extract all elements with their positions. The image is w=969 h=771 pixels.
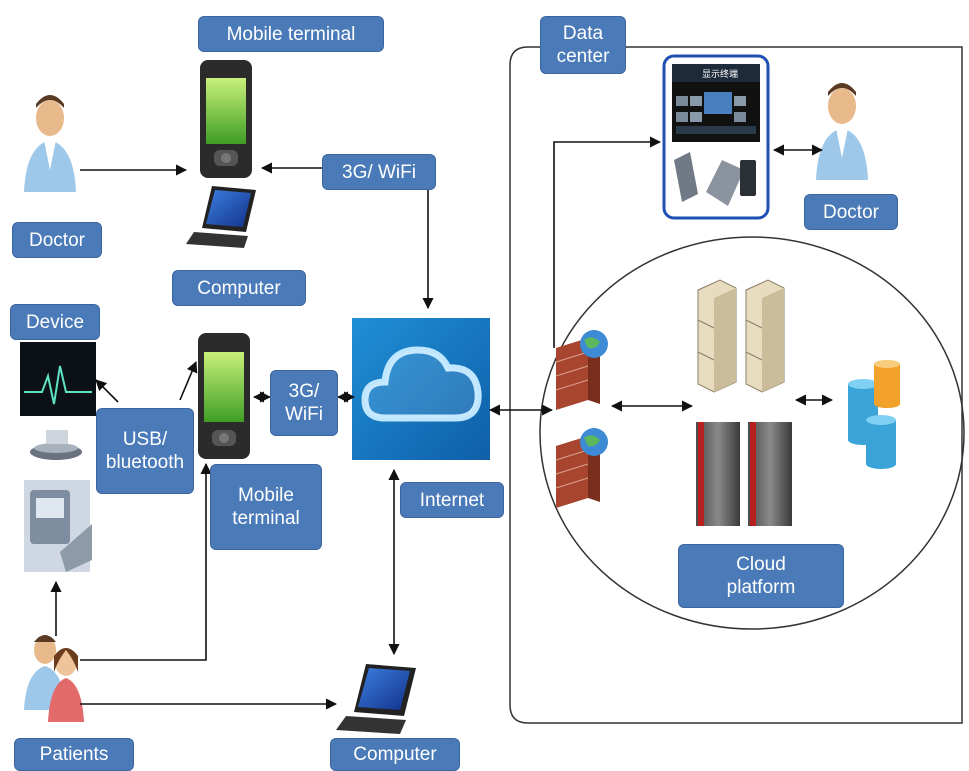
arrow-patients-to-mobile (80, 462, 212, 661)
arrow-usb-to-device (95, 379, 119, 403)
cloud-platform-boundary (539, 236, 965, 630)
label-data-center: Data center (540, 16, 626, 74)
label-device: Device (10, 304, 100, 340)
label-doctor-right: Doctor (804, 194, 898, 230)
label-usb-bluetooth: USB/ bluetooth (96, 408, 194, 494)
handheld-device-icon (24, 480, 92, 572)
connector-lines (50, 136, 834, 710)
display-terminal-text: 显示终端 (702, 68, 738, 80)
mobile-phone-mid-icon (198, 333, 250, 459)
label-mobile-terminal-mid: Mobile terminal (210, 464, 322, 550)
patients-icon (24, 635, 84, 722)
label-internet: Internet (400, 482, 504, 518)
display-terminal-icon: 显示终端 (662, 54, 770, 220)
server-towers-icon (697, 279, 785, 393)
ecg-monitor-icon (20, 342, 96, 460)
arrow-firewall-to-display (553, 136, 662, 348)
label-cloud-platform: Cloud platform (678, 544, 844, 608)
doctor-left-icon (24, 95, 76, 192)
firewall-top-icon (555, 330, 608, 410)
doctor-right-icon (816, 83, 868, 180)
label-doctor-left: Doctor (12, 222, 102, 258)
label-mobile-terminal-top: Mobile terminal (198, 16, 384, 52)
server-racks-icon (696, 422, 792, 526)
label-computer-bottom: Computer (330, 738, 460, 771)
laptop-top-icon (186, 186, 256, 248)
label-computer-top: Computer (172, 270, 306, 306)
internet-cloud-icon (352, 318, 490, 460)
label-wifi-mid: 3G/ WiFi (270, 370, 338, 436)
firewall-bottom-icon (555, 428, 608, 508)
mobile-phone-top-icon (200, 60, 252, 178)
label-wifi-top: 3G/ WiFi (322, 154, 436, 190)
database-icon (848, 360, 900, 469)
laptop-bottom-icon (336, 664, 416, 734)
arrow-usb-to-mobile (179, 360, 198, 401)
data-center-boundary (509, 46, 963, 724)
label-patients: Patients (14, 738, 134, 771)
